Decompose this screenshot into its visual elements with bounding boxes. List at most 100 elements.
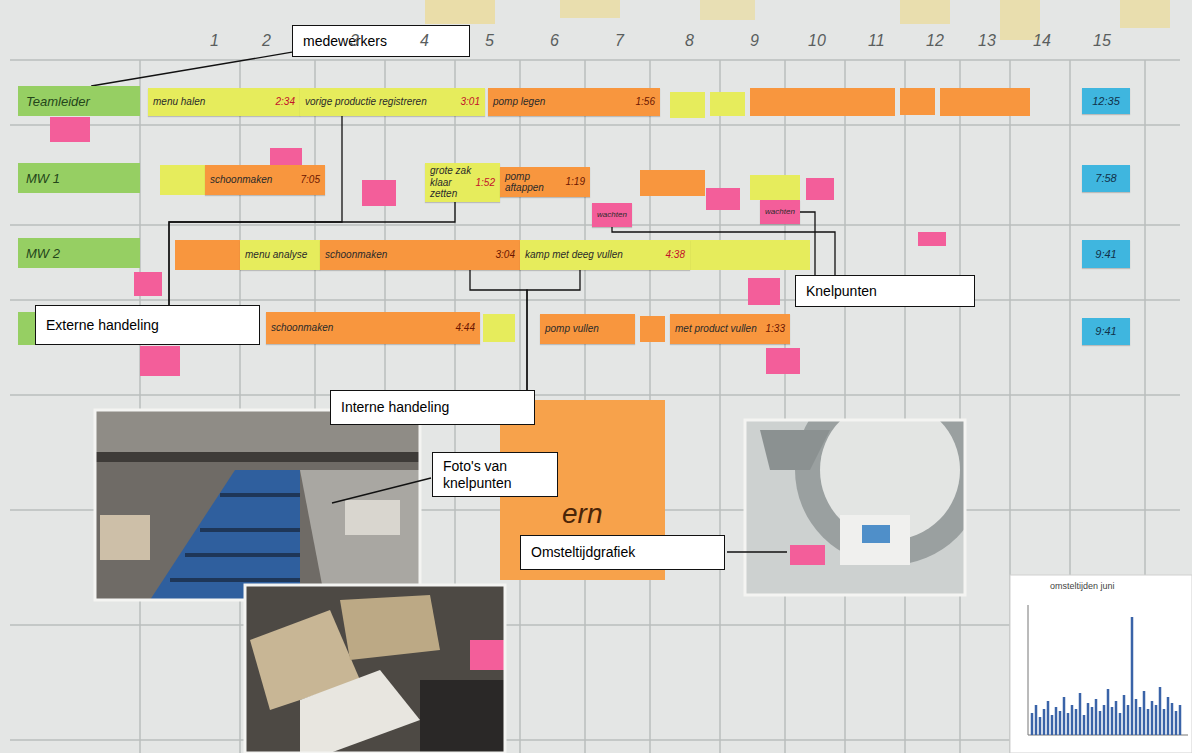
- chart-ground: [1010, 575, 1192, 753]
- problem-note: wachten: [597, 210, 627, 219]
- task-text: pomp vullen: [545, 323, 599, 335]
- problem-sticky-blank: [50, 117, 90, 142]
- tape: [560, 0, 620, 18]
- tape: [1120, 0, 1170, 28]
- employee-name: MW 1: [26, 171, 60, 186]
- column-number: 4: [420, 32, 429, 50]
- problem-sticky-blank: [806, 178, 834, 200]
- task-sticky: grote zak klaar zetten 1:52: [425, 163, 500, 202]
- problem-sticky-blank: [748, 278, 780, 305]
- task-sticky: menu halen 2:34: [148, 88, 300, 116]
- problem-sticky: wachten: [760, 200, 800, 224]
- task-text: pomp legen: [493, 96, 545, 108]
- cardboard: [340, 595, 440, 660]
- time-text: 4:44: [456, 322, 475, 334]
- total-time-sticky: 12:35: [1082, 88, 1130, 114]
- task-sticky-blank: [900, 88, 935, 115]
- metal-tray: [300, 470, 420, 600]
- clutter-photo: [245, 585, 505, 753]
- time-text: 4:38: [666, 249, 685, 261]
- box: [345, 500, 400, 535]
- task-sticky-blank: [640, 170, 705, 196]
- conveyor-slats: [170, 495, 300, 580]
- problem-sticky-blank: [362, 180, 396, 206]
- column-number: 13: [978, 32, 996, 50]
- photo-border: [95, 410, 420, 600]
- callout-box: Omsteltijdgrafiek: [520, 535, 725, 570]
- column-number: 6: [550, 32, 559, 50]
- column-number: 1: [210, 32, 219, 50]
- panel: [840, 515, 910, 565]
- task-text: grote zak klaar zetten: [430, 165, 472, 200]
- task-sticky: pomp vullen: [540, 314, 635, 344]
- chart-axes: [1028, 605, 1188, 735]
- callout-text: Foto's van knelpunten: [443, 458, 547, 492]
- employee-row-label: MW 1: [18, 163, 140, 193]
- task-sticky-blank: [940, 88, 1030, 116]
- task-text: schoonmaken: [271, 322, 333, 334]
- column-number: 12: [926, 32, 944, 50]
- time-text: 3:04: [496, 249, 515, 261]
- total-time: 9:41: [1095, 325, 1116, 338]
- column-number: 8: [685, 32, 694, 50]
- total-time-sticky: 7:58: [1082, 165, 1130, 192]
- task-text: kamp met deeg vullen: [525, 249, 623, 261]
- chart-bars: [1032, 617, 1180, 735]
- tape: [900, 0, 950, 24]
- leader-line: [91, 52, 292, 86]
- task-sticky-blank: [750, 88, 895, 116]
- column-number: 9: [750, 32, 759, 50]
- factory-photo: [95, 410, 420, 600]
- machine-beam: [95, 452, 420, 462]
- column-number: 15: [1093, 32, 1111, 50]
- time-text: 2:34: [276, 96, 295, 108]
- task-sticky: menu analyse: [240, 240, 320, 270]
- callout-text: Externe handeling: [46, 317, 159, 334]
- time-text: 1:52: [476, 177, 495, 189]
- panel-display: [862, 525, 890, 543]
- column-number: 5: [485, 32, 494, 50]
- employee-name: Teamleider: [26, 94, 90, 109]
- sticky-handwriting: ern: [562, 499, 602, 530]
- task-sticky-blank: [640, 316, 665, 342]
- callout-box: medewerkers: [292, 25, 470, 57]
- task-text: schoonmaken: [210, 174, 272, 186]
- task-sticky-blank: [175, 240, 240, 270]
- machine: [420, 680, 505, 753]
- column-number: 11: [868, 32, 885, 50]
- task-sticky: kamp met deeg vullen 4:38: [520, 240, 690, 270]
- employee-row-label: Teamleider: [18, 86, 140, 116]
- problem-sticky-blank: [706, 188, 740, 210]
- chart-title: omsteltijden juni: [1050, 582, 1115, 592]
- column-number: 10: [808, 32, 826, 50]
- task-text: met product vullen: [675, 323, 757, 335]
- task-sticky-blank: [670, 92, 705, 118]
- task-text: menu halen: [153, 96, 205, 108]
- task-sticky: pomp legen1:56: [488, 88, 660, 116]
- total-time: 7:58: [1095, 172, 1116, 185]
- callout-text: Knelpunten: [806, 283, 877, 300]
- photo-ground: [245, 585, 505, 753]
- total-time-sticky: 9:41: [1082, 318, 1130, 345]
- task-sticky-blank: [483, 314, 515, 342]
- task-text: vorige productie registreren: [305, 96, 427, 108]
- task-sticky-blank: [690, 240, 810, 270]
- task-sticky: pomp aftappen1:19: [500, 167, 590, 197]
- callout-text: Omsteltijdgrafiek: [531, 544, 635, 561]
- white-sheet: [300, 670, 420, 753]
- callout-text: Interne handeling: [341, 399, 449, 416]
- tape: [700, 0, 755, 20]
- machine-part: [760, 430, 830, 470]
- employee-row-label: MW 2: [18, 238, 140, 268]
- callout-text: medewerkers: [303, 33, 387, 50]
- total-time-sticky: 9:41: [1082, 240, 1130, 268]
- time-text: 3:01: [461, 96, 480, 108]
- leader-line: [169, 116, 342, 305]
- total-time: 9:41: [1095, 248, 1116, 261]
- task-sticky-blank: [160, 165, 205, 195]
- callout-box: Knelpunten: [795, 275, 975, 307]
- task-sticky-blank: [710, 92, 745, 116]
- task-sticky-blank: [750, 175, 800, 200]
- problem-sticky-blank: [134, 272, 162, 296]
